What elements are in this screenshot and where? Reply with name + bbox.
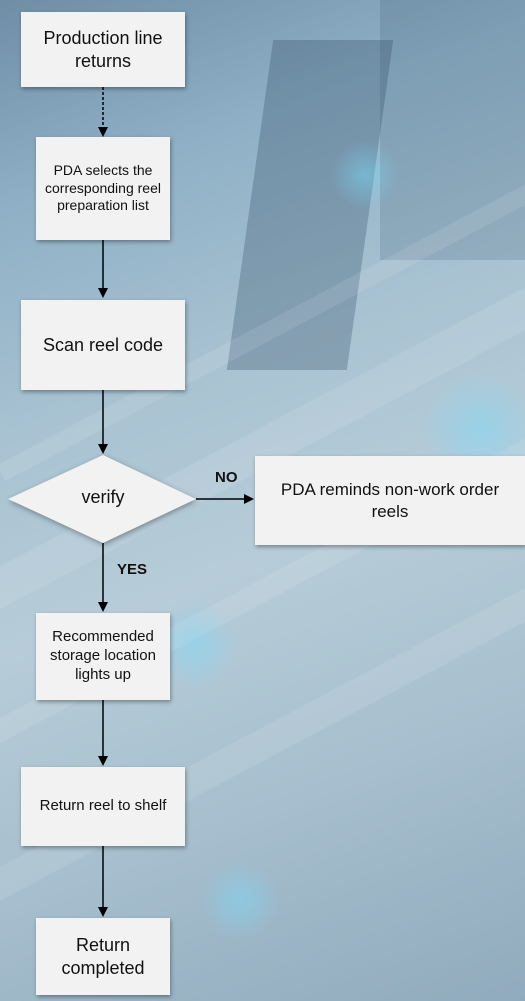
node-return-reel-to-shelf: Return reel to shelf	[21, 767, 185, 846]
node-storage-lights-up: Recommended storage location lights up	[36, 613, 170, 700]
node-pda-reminds: PDA reminds non-work order reels	[255, 456, 525, 545]
node-production-line-returns: Production line returns	[21, 12, 185, 87]
edge-label-no: NO	[215, 469, 238, 486]
node-pda-selects-list: PDA selects the corresponding reel prepa…	[36, 137, 170, 240]
verify-diamond	[8, 455, 196, 543]
node-verify: verify	[81, 487, 125, 507]
node-return-completed: Return completed	[36, 918, 170, 995]
edge-label-yes: YES	[117, 561, 148, 578]
node-scan-reel-code: Scan reel code	[21, 300, 185, 390]
